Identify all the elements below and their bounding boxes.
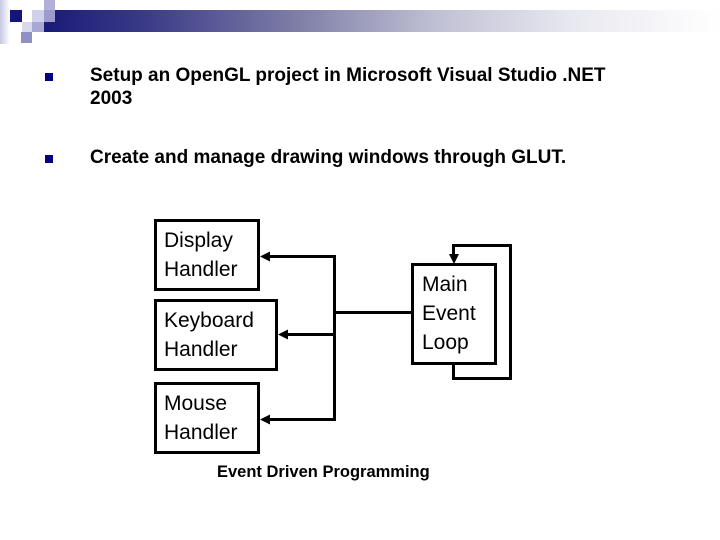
- box-label: Event: [422, 302, 476, 325]
- connector-main: [333, 311, 412, 314]
- loop-right: [509, 244, 512, 380]
- box-label: Handler: [164, 338, 238, 361]
- display-handler-box: Display Handler: [154, 219, 260, 291]
- arrow-left-icon: [260, 251, 270, 262]
- keyboard-handler-box: Keyboard Handler: [154, 299, 278, 371]
- arrow-down-icon: [449, 254, 459, 264]
- diagram-caption: Event Driven Programming: [217, 463, 430, 481]
- logo-square-light-3: [22, 22, 32, 32]
- main-event-loop-box: Main Event Loop: [411, 263, 497, 365]
- connector-display: [268, 255, 336, 258]
- logo-square-navy: [10, 10, 22, 22]
- loop-up-to-arrow: [452, 244, 455, 256]
- logo-square-top: [44, 0, 55, 10]
- title-gradient-bar: [44, 10, 720, 32]
- box-label: Handler: [164, 421, 238, 444]
- connector-keyboard: [286, 333, 336, 336]
- arrow-left-icon: [278, 329, 288, 340]
- bullet-square-icon: [45, 155, 53, 163]
- logo-square-mid-2: [32, 22, 44, 32]
- box-label: Loop: [422, 331, 469, 354]
- box-label: Handler: [164, 258, 238, 281]
- arrow-left-icon: [260, 414, 270, 425]
- box-label: Display: [164, 229, 233, 252]
- box-label: Main: [422, 273, 468, 296]
- loop-top: [452, 244, 512, 247]
- bullet-item-2: Create and manage drawing windows throug…: [90, 146, 690, 169]
- connector-vertical: [333, 255, 336, 421]
- bullet-item-1-line-1: Setup an OpenGL project in Microsoft Vis…: [90, 65, 606, 86]
- logo-square-bottom: [21, 32, 32, 43]
- box-label: Mouse: [164, 392, 228, 415]
- logo-square-light-2: [32, 10, 44, 22]
- bullet-square-icon: [45, 73, 53, 81]
- bullet-item-1-line-2: 2003: [90, 88, 133, 109]
- loop-down: [452, 364, 455, 380]
- connector-mouse: [268, 418, 336, 421]
- bullet-item-1: Setup an OpenGL project in Microsoft Vis…: [90, 64, 690, 110]
- bullet-item-2-line-1: Create and manage drawing windows throug…: [90, 147, 567, 168]
- logo-square-light: [0, 0, 10, 44]
- mouse-handler-box: Mouse Handler: [154, 382, 260, 454]
- logo-square-mid: [44, 10, 55, 22]
- box-label: Keyboard: [164, 309, 254, 332]
- loop-bottom: [452, 377, 512, 380]
